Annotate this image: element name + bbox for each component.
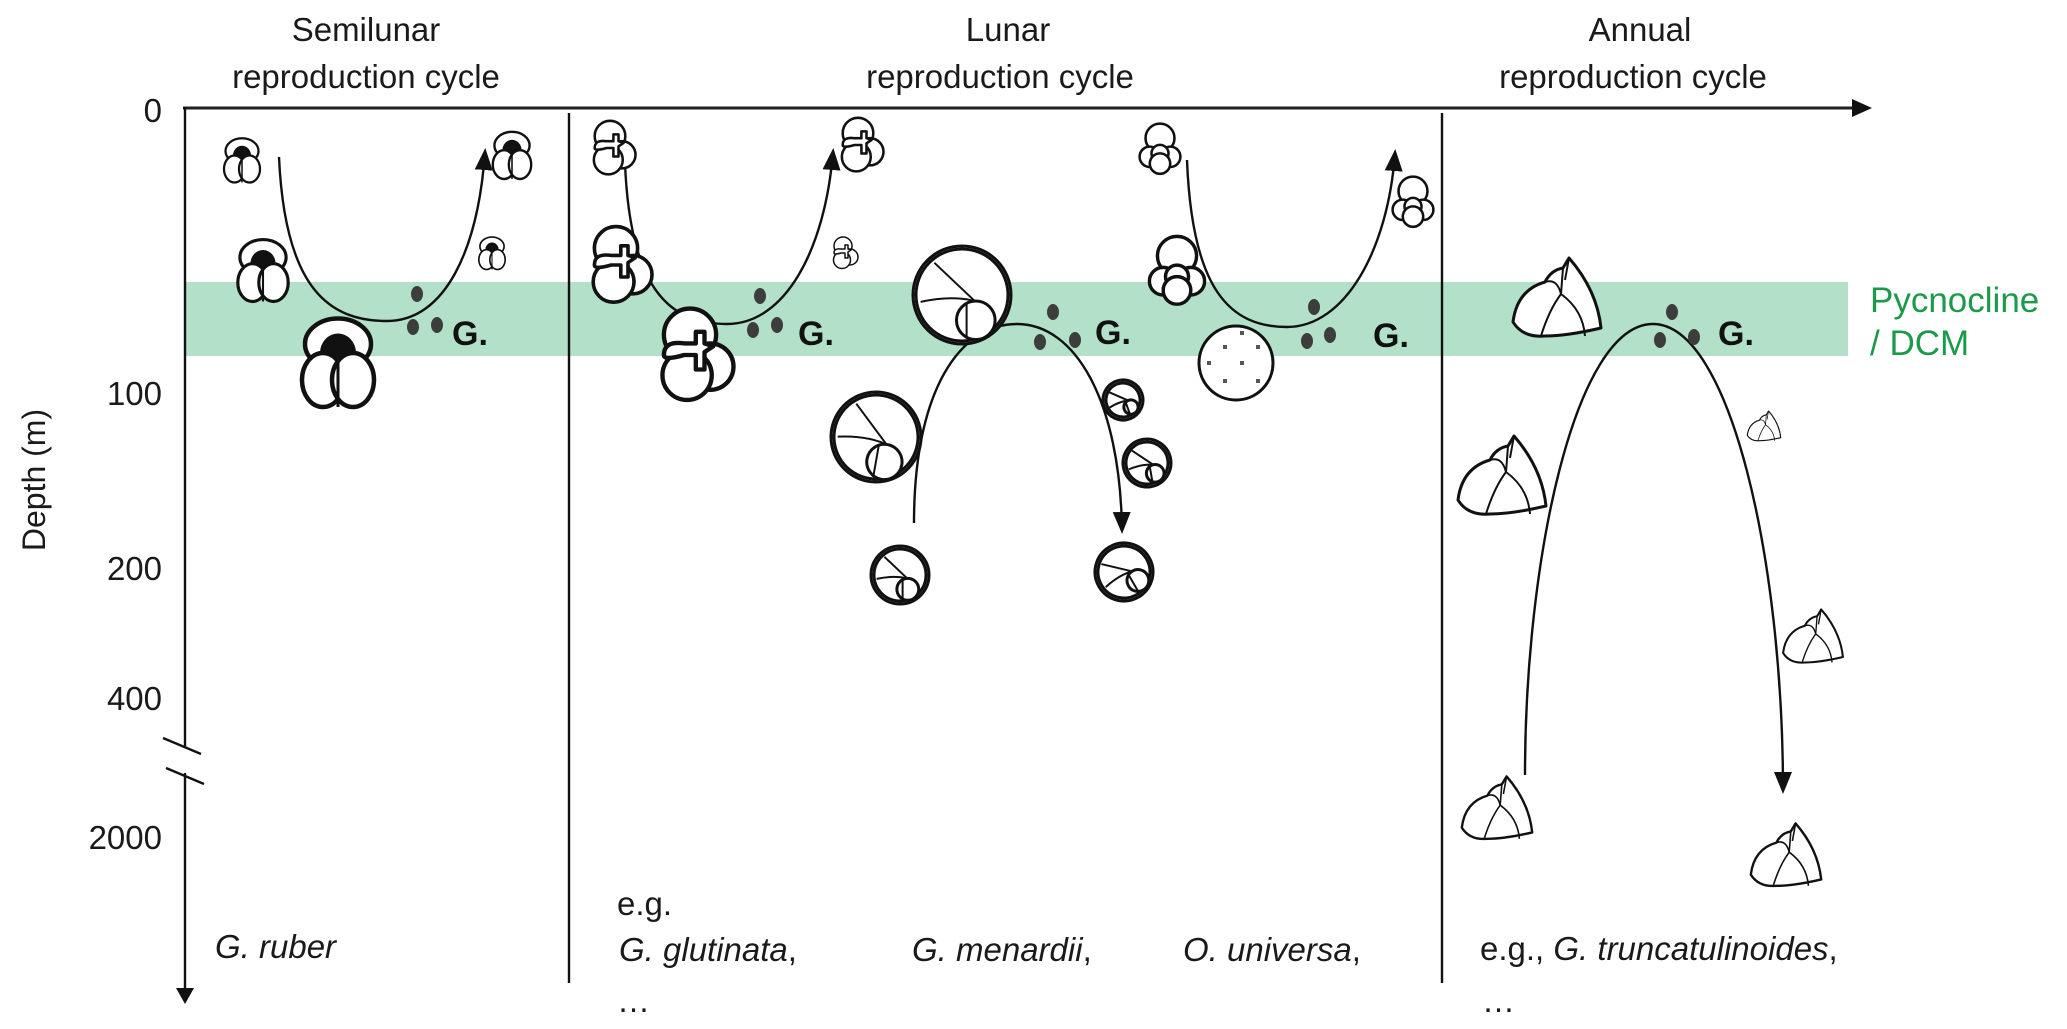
species-more-lunar: … — [617, 982, 650, 1019]
panel-title-semilunar-line2: reproduction cycle — [232, 58, 500, 95]
globular-foram-icon — [840, 116, 885, 173]
gamete-dot-icon — [411, 286, 423, 302]
species-prefix-lunar: e.g. — [617, 885, 672, 922]
cycle-arrow-menardii — [912, 322, 1131, 534]
species-label-glutinata: G. glutinata, — [619, 931, 797, 968]
band-label-line2: / DCM — [1870, 324, 1969, 363]
y-axis-label: Depth (m) — [16, 409, 52, 551]
gamete-dot-icon — [1308, 299, 1320, 315]
gamete-label-glutinata: G. — [798, 315, 834, 353]
conical-foram-icon — [1511, 256, 1603, 338]
gamete-label-universa: G. — [1373, 317, 1409, 355]
spinose-foram-icon — [491, 130, 533, 181]
species-name-menardii: G. menardii — [912, 931, 1084, 968]
keeled-foram-icon — [1121, 437, 1173, 489]
species-label-truncatulinoides: e.g., G. truncatulinoides, — [1480, 930, 1838, 967]
axis-break-mark-1 — [162, 736, 202, 756]
keeled-foram-icon — [911, 244, 1013, 346]
gamete-dot-icon — [771, 317, 783, 333]
tick-label-0: 0 — [144, 92, 162, 129]
species-sep-glutinata: , — [788, 931, 797, 968]
globular-foram-icon — [592, 119, 637, 176]
panel-title-annual-line1: Annual — [1589, 11, 1692, 48]
gamete-label-truncatulinoides: G. — [1718, 315, 1754, 353]
gamete-dot-icon — [754, 288, 766, 304]
conical-foram-icon — [1456, 434, 1548, 516]
panel-title-lunar-line2: reproduction cycle — [866, 58, 1134, 95]
gamete-dot-icon — [407, 319, 419, 335]
orbulina-sphere-icon — [1147, 234, 1207, 306]
species-prefix-annual: e.g., — [1480, 930, 1553, 967]
gamete-dot-icon — [431, 317, 443, 333]
cycle-arrow-universa — [1185, 149, 1403, 329]
gamete-dot-icon — [1047, 304, 1059, 320]
gamete-dots — [407, 286, 1700, 350]
conical-foram-icon — [1749, 822, 1823, 888]
keeled-foram-icon — [1093, 541, 1155, 603]
globular-foram-icon — [832, 236, 859, 270]
x-axis-arrowhead — [1852, 99, 1872, 117]
gamete-dot-icon — [1069, 332, 1081, 348]
gamete-dot-icon — [1688, 329, 1700, 345]
globular-foram-icon — [660, 306, 736, 403]
band-label-line1: Pycnocline — [1870, 281, 2039, 320]
cycle-arrow-truncatulinoides — [1523, 322, 1792, 794]
species-more-annual: … — [1482, 982, 1515, 1019]
axis-break-mark-2 — [165, 766, 205, 786]
keeled-foram-icon — [1101, 378, 1145, 422]
panel-title-lunar-line1: Lunar — [966, 11, 1050, 48]
gamete-dot-icon — [1666, 304, 1678, 320]
gamete-dot-icon — [1301, 333, 1313, 349]
gamete-dot-icon — [1034, 334, 1046, 350]
conical-foram-icon — [1782, 608, 1844, 664]
species-label-universa: O. universa, — [1183, 931, 1361, 968]
tick-label-200: 200 — [107, 550, 162, 587]
tick-label-400: 400 — [107, 680, 162, 717]
species-label-menardii: G. menardii, — [912, 931, 1092, 968]
gamete-dot-icon — [747, 322, 759, 338]
species-label-ruber: G. ruber — [215, 928, 338, 965]
orbulina-sphere-icon — [1138, 122, 1182, 176]
keeled-foram-icon — [869, 544, 931, 606]
gamete-dot-icon — [1654, 332, 1666, 348]
species-name-truncatulinoides: G. truncatulinoides — [1553, 930, 1828, 967]
keeled-foram-icon — [829, 390, 923, 484]
conical-foram-icon — [1460, 775, 1534, 841]
gamete-label-menardii: G. — [1095, 314, 1131, 352]
gamete-dot-icon — [1324, 327, 1336, 343]
orbulina-sphere-icon-sphere — [1197, 324, 1275, 402]
spinose-foram-icon — [222, 137, 262, 184]
spinose-foram-icon — [477, 236, 507, 271]
y-axis-arrowhead — [176, 988, 194, 1004]
panel-title-semilunar-line1: Semilunar — [292, 11, 441, 48]
orbulina-sphere-icon — [1391, 175, 1435, 229]
cycle-arrow-ruber — [277, 148, 493, 323]
species-name-universa: O. universa — [1183, 931, 1352, 968]
panel-title-annual-line2: reproduction cycle — [1499, 58, 1767, 95]
tick-label-2000: 2000 — [89, 819, 162, 856]
spinose-foram-icon — [236, 237, 290, 304]
globular-foram-icon — [591, 224, 654, 305]
organisms — [222, 116, 1844, 888]
species-sep-universa: , — [1352, 931, 1361, 968]
tick-label-100: 100 — [107, 375, 162, 412]
species-sep-truncatulinoides: , — [1829, 930, 1838, 967]
conical-foram-icon — [1746, 410, 1782, 442]
gamete-label-ruber: G. — [452, 315, 488, 353]
spinose-foram-icon — [299, 316, 377, 410]
species-sep-menardii: , — [1083, 931, 1092, 968]
species-name-glutinata: G. glutinata — [619, 931, 788, 968]
